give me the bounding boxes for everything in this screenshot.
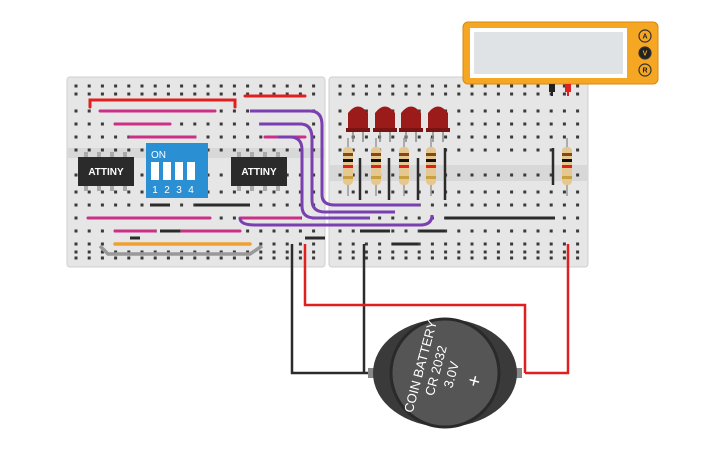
wire-purple-3[interactable] (278, 135, 370, 220)
wire-red-top-left[interactable] (88, 98, 237, 109)
resistor-ground-jumpers (358, 148, 555, 200)
led-1[interactable] (346, 106, 370, 143)
dip-switch[interactable]: ON 1 2 3 4 (146, 143, 208, 198)
dip-toggle-1[interactable] (151, 162, 159, 180)
wire-purple-1[interactable] (250, 109, 420, 207)
mode-button-r[interactable]: R (638, 63, 652, 77)
resistor-3[interactable] (399, 138, 409, 196)
battery-line-3: 3.0V (441, 360, 462, 390)
multimeter[interactable]: A V R (462, 21, 659, 96)
attiny-chip-2[interactable]: ATTINY (231, 152, 287, 191)
mode-r-label: R (642, 68, 647, 75)
resistor-4[interactable] (426, 138, 436, 196)
chip-label: ATTINY (88, 167, 124, 178)
breadboard-right (328, 76, 589, 268)
led-3[interactable] (399, 106, 423, 143)
dip-toggle-4[interactable] (187, 162, 195, 180)
wire-battery-negative-1[interactable] (290, 244, 370, 375)
mode-a-label: A (642, 34, 647, 41)
led-4[interactable] (426, 106, 450, 143)
resistor-5[interactable] (562, 138, 572, 196)
wire-purple-4[interactable] (238, 214, 434, 227)
mode-button-a[interactable]: A (638, 29, 652, 43)
dip-toggle-2[interactable] (163, 162, 171, 180)
chip-label: ATTINY (241, 167, 277, 178)
dip-toggle-3[interactable] (175, 162, 183, 180)
resistor-2[interactable] (371, 138, 381, 196)
wire-battery-positive-1[interactable] (303, 244, 527, 373)
dip-number-3: 3 (176, 185, 182, 196)
battery-plus-sign: + (463, 373, 487, 390)
mode-button-v[interactable]: V (638, 46, 652, 60)
wire-gray[interactable] (98, 244, 263, 256)
dip-number-4: 4 (188, 185, 194, 196)
resistor-1[interactable] (343, 138, 353, 196)
attiny-chip-1[interactable]: ATTINY (78, 152, 134, 191)
led-2[interactable] (373, 106, 397, 143)
wire-battery-positive-2[interactable] (525, 244, 570, 375)
wire-purple-2[interactable] (260, 122, 395, 214)
mode-v-label: V (643, 51, 648, 58)
coin-battery[interactable]: COIN BATTERY CR 2032 3.0V + (368, 317, 522, 429)
dip-on-label: ON (151, 150, 166, 161)
dip-number-1: 1 (152, 185, 158, 196)
dip-number-2: 2 (164, 185, 170, 196)
